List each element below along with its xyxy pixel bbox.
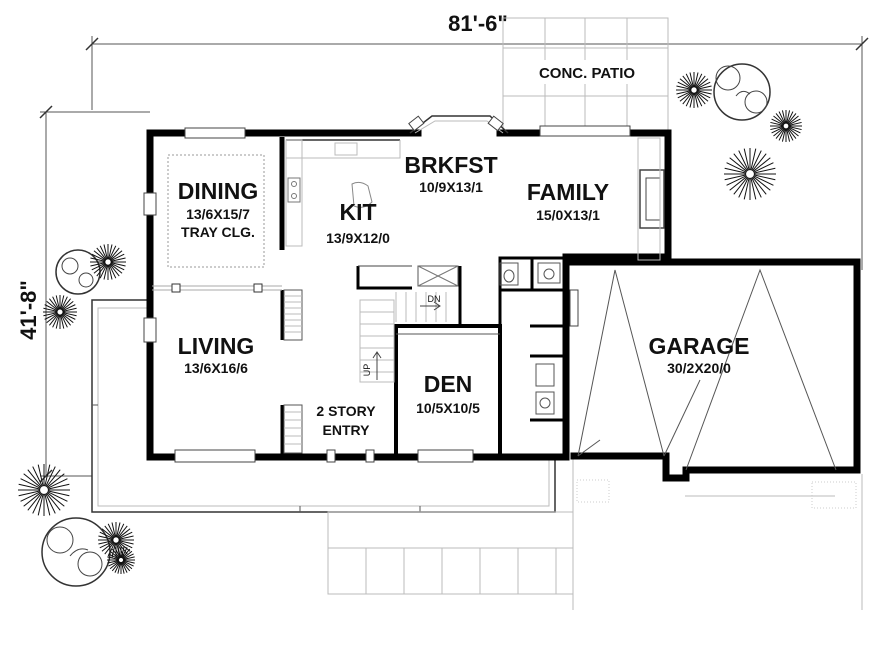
- room-size-den: 10/5X10/5: [416, 400, 480, 416]
- room-size-dining: 13/6X15/7: [186, 206, 250, 222]
- room-name-brkfst: BRKFST: [404, 152, 497, 178]
- shrub-icon: [770, 110, 802, 142]
- family-closet: [637, 137, 661, 261]
- windows: [143, 125, 631, 463]
- fixtures: [499, 262, 561, 415]
- stairs: [359, 265, 459, 383]
- tree-icon: [41, 517, 111, 587]
- room-size-living: 13/6X16/6: [184, 360, 248, 376]
- tree-icon: [713, 63, 771, 121]
- closet-shelving: [283, 289, 303, 454]
- room-name-kit: KIT: [339, 199, 376, 225]
- room-name-living: LIVING: [178, 333, 255, 359]
- shrub-icon: [107, 546, 135, 574]
- room-name-garage: GARAGE: [649, 333, 750, 359]
- room-note-dining: TRAY CLG.: [181, 224, 255, 240]
- depth-dimension: 41'-8": [16, 280, 41, 340]
- kitchen-counters: [285, 139, 401, 247]
- patio-label: CONC. PATIO: [539, 65, 635, 82]
- room-size-garage: 30/2X20/0: [667, 360, 731, 376]
- room-name-entry: 2 STORY: [316, 403, 376, 419]
- front-walk: [327, 511, 574, 595]
- width-dimension-line: [85, 36, 869, 270]
- shrub-icon: [18, 464, 70, 516]
- shrub-icon: [724, 148, 776, 200]
- room-size-family: 15/0X13/1: [536, 207, 600, 223]
- front-porch: [91, 299, 556, 513]
- shrub-icon: [43, 295, 77, 329]
- room-size-kit: 13/9X12/0: [326, 230, 390, 246]
- room-name-dining: DINING: [178, 178, 259, 204]
- stair-up-label: UP: [362, 364, 372, 377]
- tree-icon: [55, 249, 101, 295]
- depth-dimension-line: [39, 105, 150, 483]
- exterior-walls: [146, 129, 861, 482]
- bay-window: [408, 115, 509, 134]
- tray-ceiling-outline: [167, 154, 265, 268]
- room-name-family: FAMILY: [527, 179, 609, 205]
- garage-roof-lines: [577, 268, 837, 471]
- shrub-icon: [90, 244, 126, 280]
- driveway: [572, 458, 863, 610]
- room-size-brkfst: 10/9X13/1: [419, 179, 483, 195]
- shrub-group: [18, 72, 802, 574]
- room-size-entry: ENTRY: [323, 422, 371, 438]
- width-dimension: 81'-6": [448, 11, 508, 36]
- interior-walls: [152, 137, 566, 455]
- room-name-den: DEN: [424, 371, 473, 397]
- shrub-icon: [676, 72, 712, 108]
- stair-down-label: DN: [428, 294, 441, 304]
